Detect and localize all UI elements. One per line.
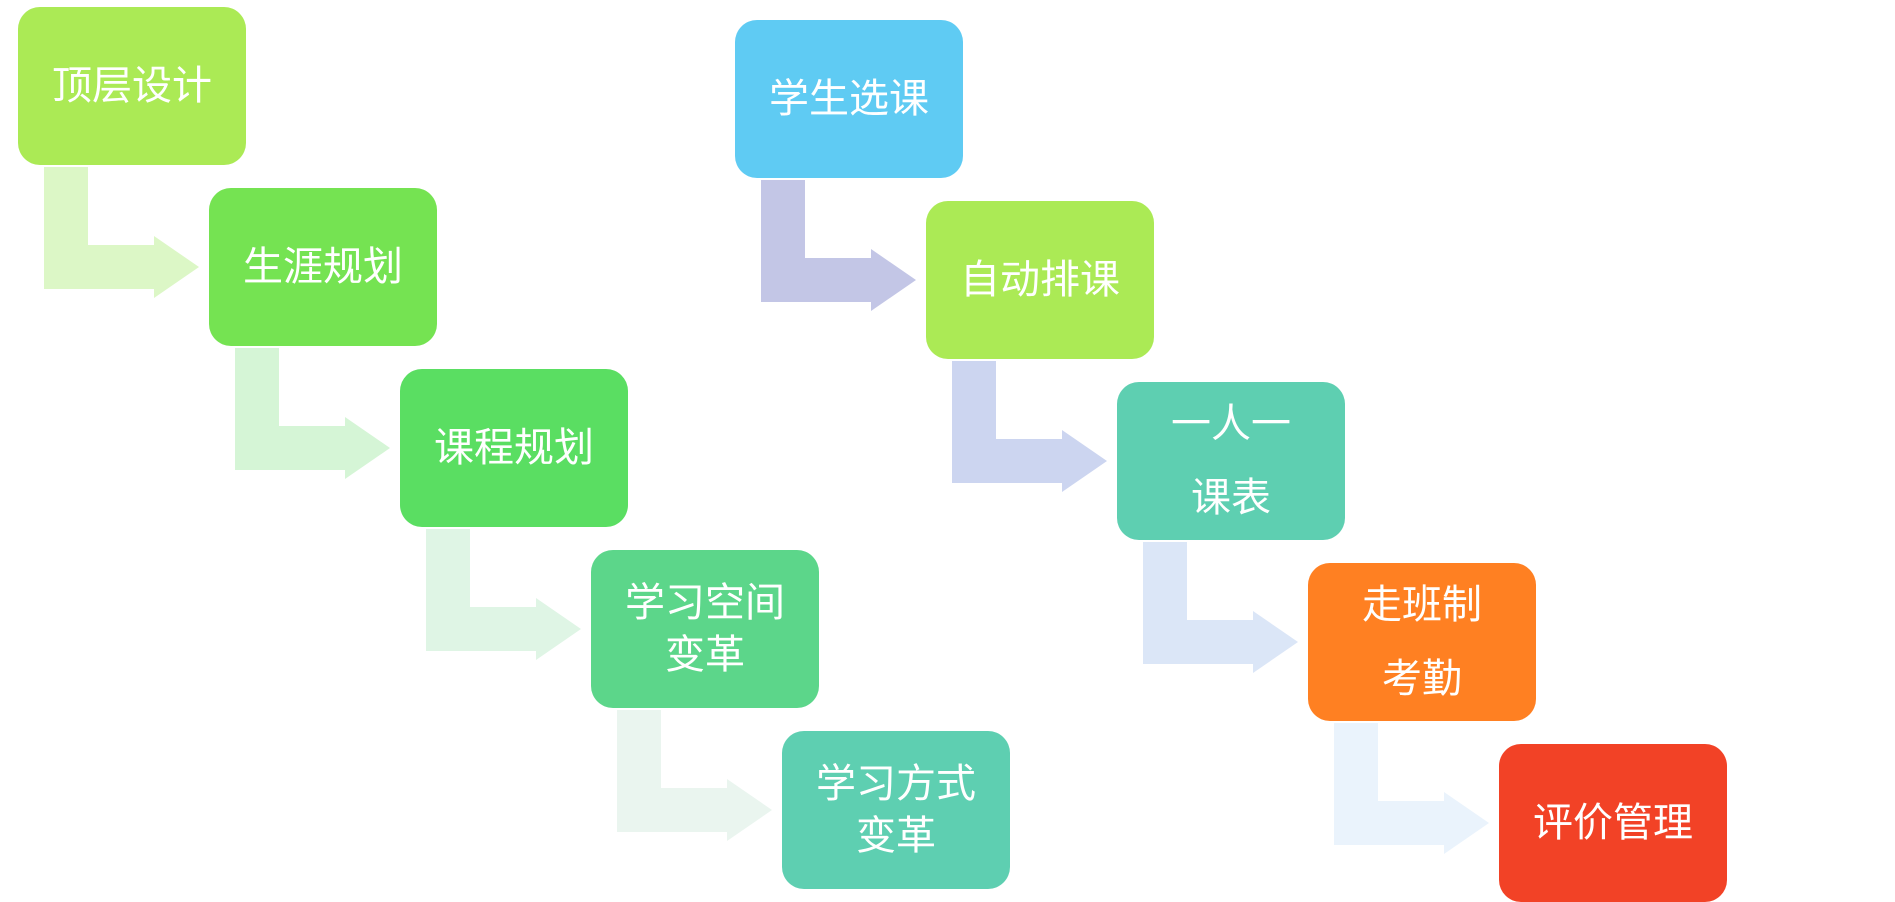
left-step-4-line-1: 学习空间 [625, 580, 785, 626]
left-connector-arrow-1 [44, 167, 199, 298]
left-step-5: 学习方式 变革 [782, 731, 1010, 889]
right-step-3: 一人一 课表 [1117, 382, 1345, 540]
right-step-4-line-1: 走班制 [1362, 582, 1482, 628]
right-step-2-line-1: 自动排课 [960, 257, 1120, 303]
left-step-1: 顶层设计 [18, 7, 246, 165]
right-step-4: 走班制 考勤 [1308, 563, 1536, 721]
left-step-4: 学习空间 变革 [591, 550, 819, 708]
right-step-5: 评价管理 [1499, 744, 1727, 902]
left-step-5-line-2: 变革 [856, 813, 936, 859]
right-connector-arrow-1 [761, 180, 916, 311]
right-step-4-line-2: 考勤 [1382, 656, 1462, 702]
left-step-2: 生涯规划 [209, 188, 437, 346]
right-step-1: 学生选课 [735, 20, 963, 178]
left-step-1-line-1: 顶层设计 [52, 63, 212, 109]
left-connector-arrow-4 [617, 710, 772, 841]
right-step-1-line-1: 学生选课 [769, 76, 929, 122]
left-step-4-line-2: 变革 [665, 632, 745, 678]
right-connector-arrow-4 [1334, 723, 1489, 854]
right-connector-arrow-2 [952, 361, 1107, 492]
right-step-2: 自动排课 [926, 201, 1154, 359]
left-step-3: 课程规划 [400, 369, 628, 527]
right-step-3-line-2: 课表 [1191, 475, 1271, 521]
right-step-5-line-1: 评价管理 [1533, 800, 1693, 846]
left-connector-arrow-3 [426, 529, 581, 660]
left-step-3-line-1: 课程规划 [434, 425, 594, 471]
right-step-3-line-1: 一人一 [1171, 401, 1291, 447]
left-step-2-line-1: 生涯规划 [243, 244, 403, 290]
left-connector-arrow-2 [235, 348, 390, 479]
right-connector-arrow-3 [1143, 542, 1298, 673]
left-step-5-line-1: 学习方式 [816, 761, 976, 807]
